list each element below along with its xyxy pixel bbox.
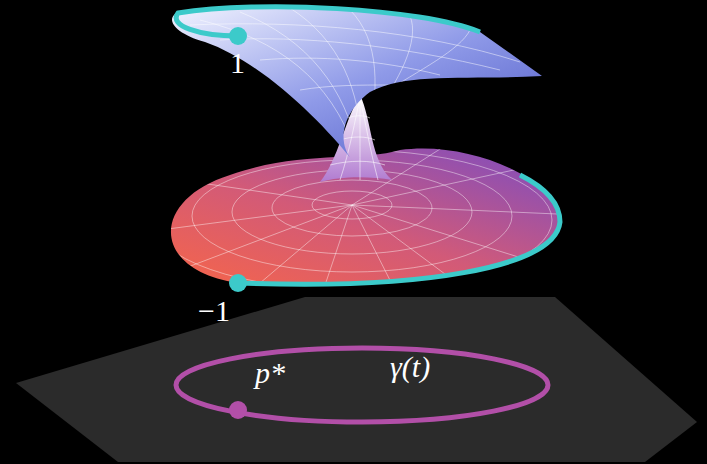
lift-point bbox=[229, 274, 247, 292]
sheet-value: −1 bbox=[198, 296, 230, 326]
boundary-curve bbox=[238, 175, 560, 284]
point-label: p* bbox=[255, 358, 285, 388]
base-point bbox=[229, 401, 247, 419]
upper-sheet bbox=[172, 6, 542, 160]
curve-label: γ(t) bbox=[390, 352, 430, 382]
sheet-value: 1 bbox=[230, 48, 245, 78]
base-plane bbox=[16, 297, 697, 462]
boundary-curve bbox=[176, 7, 480, 36]
lift-point bbox=[229, 27, 247, 45]
loop-curve bbox=[176, 348, 548, 422]
